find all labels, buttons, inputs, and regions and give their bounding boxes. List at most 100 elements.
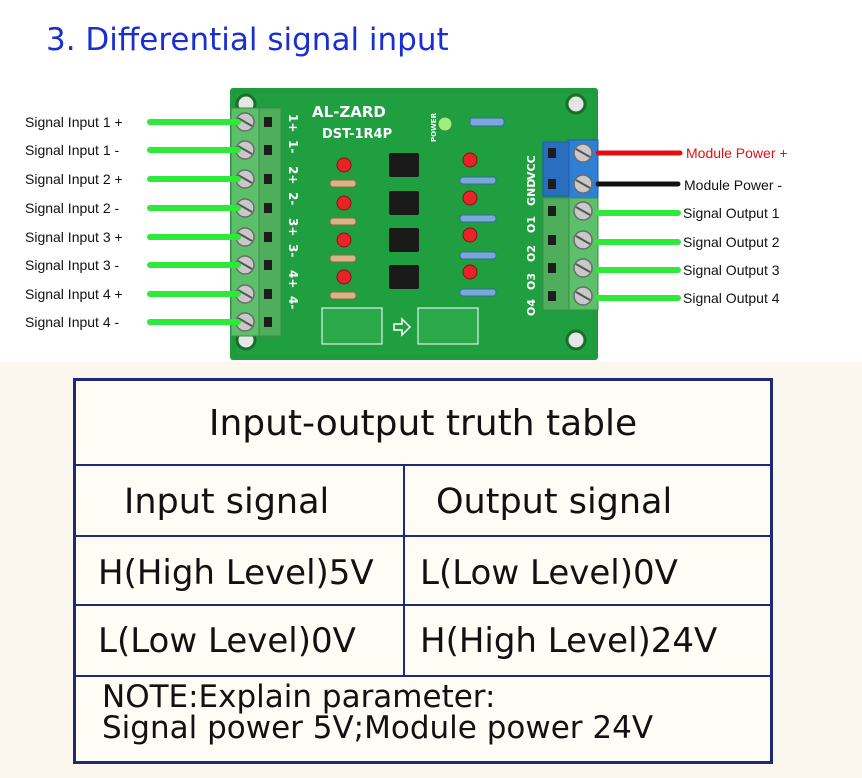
table-column-divider xyxy=(403,464,405,677)
resistor xyxy=(459,288,497,297)
wire-entry xyxy=(264,232,272,242)
resistor xyxy=(469,117,505,127)
output-pin-mark: O2 xyxy=(525,245,538,262)
pcb-inner-shade xyxy=(236,94,592,354)
table-divider xyxy=(76,675,770,677)
output-led-3 xyxy=(462,227,478,243)
output-pin-mark: O3 xyxy=(525,273,538,290)
screw-slot xyxy=(237,317,253,327)
screw-slot xyxy=(237,260,253,270)
module-power-plus-label: Module Power + xyxy=(686,145,788,161)
output-pin-mark: O4 xyxy=(525,299,538,316)
header-output-signal: Output signal xyxy=(436,482,673,522)
output-led-4 xyxy=(462,264,478,280)
output-labels: Signal Output 1 Signal Output 2 Signal Out… xyxy=(683,205,780,306)
row2-input-value: L(Low Level)0V xyxy=(98,621,356,661)
table-divider xyxy=(76,464,770,466)
resistor xyxy=(459,176,497,185)
input-pin-mark: 1+ xyxy=(286,114,300,132)
output-terminal-side xyxy=(542,197,570,311)
page-heading: 3. Differential signal input xyxy=(46,22,449,58)
optocoupler-3 xyxy=(389,228,419,252)
wire-entry xyxy=(264,317,272,327)
output-label-4: Signal Output 4 xyxy=(683,290,780,306)
screw-slot xyxy=(575,148,591,158)
output-pin-mark: GND xyxy=(525,179,538,206)
output-pin-mark: VCC xyxy=(525,155,538,180)
screw-slot xyxy=(237,232,253,242)
resistor xyxy=(329,254,357,263)
input-label-5: Signal Input 3 + xyxy=(25,229,123,245)
wire-entry xyxy=(264,260,272,270)
input-label-8: Signal Input 4 - xyxy=(25,314,120,330)
row1-input-value: H(High Level)5V xyxy=(98,553,374,593)
screw-slot xyxy=(237,174,253,184)
screw-slot xyxy=(575,263,591,273)
input-label-6: Signal Input 3 - xyxy=(25,257,120,273)
wire-entry xyxy=(548,206,556,216)
input-wires xyxy=(147,119,241,325)
wire-entry xyxy=(264,289,272,299)
optocoupler-4 xyxy=(389,265,419,289)
header-input-signal: Input signal xyxy=(124,482,330,522)
input-pin-silkscreen: 1+1-2+2-3+3-4+4- xyxy=(286,114,300,309)
input-label-3: Signal Input 2 + xyxy=(25,171,123,187)
input-jumper-block xyxy=(321,307,383,345)
screw-slot xyxy=(237,203,253,213)
resistor xyxy=(459,214,497,223)
module-power-minus-label: Module Power - xyxy=(684,177,782,193)
screw-slot xyxy=(575,291,591,301)
input-pin-mark: 4- xyxy=(286,296,300,309)
note-line-1: NOTE:Explain parameter: xyxy=(102,679,496,715)
input-led-4 xyxy=(336,269,352,285)
table-divider xyxy=(76,604,770,606)
table-divider xyxy=(76,535,770,537)
note-line-2: Signal power 5V;Module power 24V xyxy=(102,710,654,746)
output-label-1: Signal Output 1 xyxy=(683,205,780,221)
input-pin-mark: 1- xyxy=(286,140,300,153)
resistor xyxy=(329,179,357,188)
screw-slot xyxy=(575,235,591,245)
input-label-7: Signal Input 4 + xyxy=(25,286,123,302)
brand-silkscreen: AL-ZARD xyxy=(312,103,386,121)
output-led-1 xyxy=(462,152,478,168)
wire-entry xyxy=(548,148,556,158)
output-label-2: Signal Output 2 xyxy=(683,234,780,250)
input-led-3 xyxy=(336,232,352,248)
resistor xyxy=(459,251,497,260)
output-wires xyxy=(595,210,681,301)
input-led-1 xyxy=(336,157,352,173)
power-terminal-block xyxy=(542,139,599,199)
input-label-1: Signal Input 1 + xyxy=(25,114,123,130)
input-pin-mark: 2+ xyxy=(286,166,300,184)
wire-entry xyxy=(548,263,556,273)
row1-output-value: L(Low Level)0V xyxy=(420,553,678,593)
optocoupler-2 xyxy=(389,191,419,215)
screw-slot xyxy=(575,206,591,216)
output-terminal-block xyxy=(542,197,599,311)
output-pin-mark: O1 xyxy=(525,216,538,233)
power-led xyxy=(437,116,453,132)
wire-entry xyxy=(264,203,272,213)
mounting-holes xyxy=(235,93,587,351)
input-terminal-side xyxy=(258,107,282,337)
screw-slot xyxy=(575,179,591,189)
wire-entry xyxy=(548,179,556,189)
input-pin-mark: 3+ xyxy=(286,218,300,236)
truth-table: Input-output truth table Input signal Ou… xyxy=(73,378,773,764)
output-led-2 xyxy=(462,190,478,206)
screw-slot xyxy=(237,145,253,155)
optocoupler-1 xyxy=(389,153,419,177)
resistor xyxy=(329,291,357,300)
wire-entry xyxy=(548,235,556,245)
wire-entry xyxy=(548,291,556,301)
arrow-icon xyxy=(393,317,412,337)
truth-table-title: Input-output truth table xyxy=(208,403,638,444)
input-terminal-block xyxy=(230,107,282,337)
pcb-components xyxy=(321,117,505,345)
input-label-2: Signal Input 1 - xyxy=(25,142,120,158)
output-jumper-block xyxy=(417,307,479,345)
wire-entry xyxy=(264,117,272,127)
input-pin-mark: 4+ xyxy=(286,270,300,288)
